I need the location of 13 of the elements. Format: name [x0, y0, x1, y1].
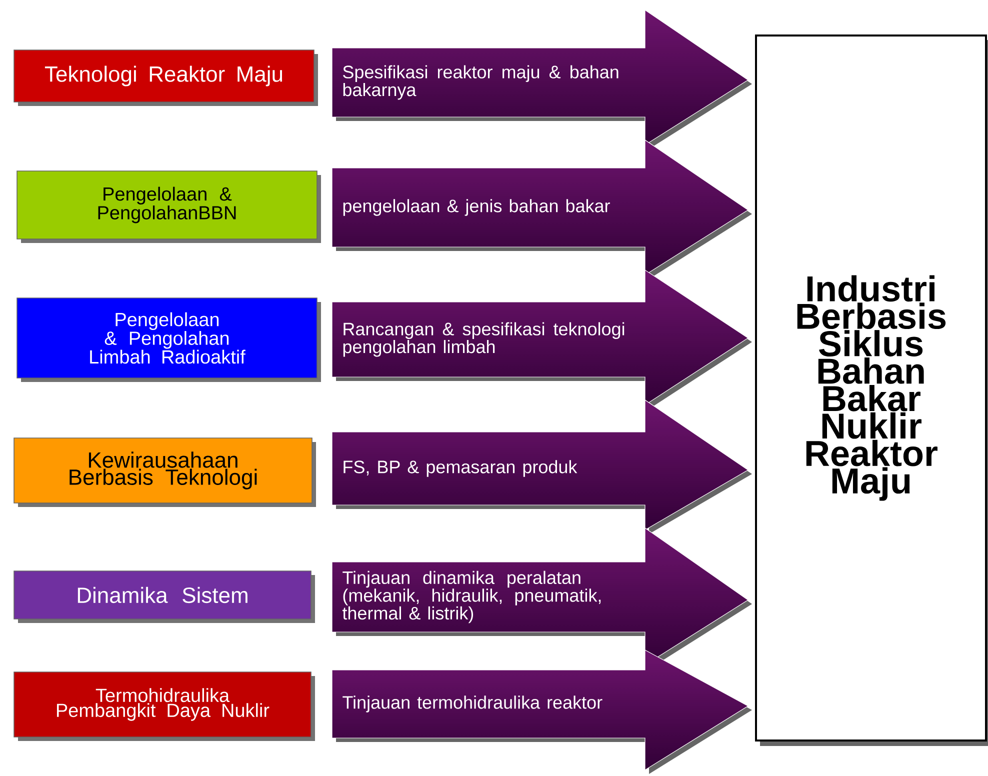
topic-box: Termohidraulika Pembangkit Daya Nuklir [14, 672, 315, 741]
pointed-banner: Rancangan & spesifikasi teknologi pengolahan limbah [332, 269, 752, 409]
pointed-banner: Spesifikasi reaktor maju & bahan bakarnya [332, 9, 752, 149]
topic-box: Pengelolaan & Pengolahan Limbah Radioaktif [16, 298, 321, 382]
pointed-banner: Tinjauan termohidraulika reaktor [332, 650, 752, 774]
topic-box: Dinamika Sistem [14, 570, 315, 623]
pointed-banner: pengelolaan & jenis bahan bakar [332, 139, 752, 279]
pointed-banner: FS, BP & pemasaran produk [332, 399, 752, 534]
topic-box: Kewirausahaan Berbasis Teknologi [14, 438, 316, 507]
result-box: Industri Berbasis Siklus Bahan Bakar Nuklir Reaktor Maju [755, 34, 988, 746]
pointed-banner: Tinjauan dinamika peralatan (mekanik, hidraulik, pneumatik, thermal & listrik) [332, 527, 752, 669]
topic-box: Pengelolaan & PengolahanBBN [16, 170, 321, 243]
topic-box: Teknologi Reaktor Maju [14, 50, 318, 106]
